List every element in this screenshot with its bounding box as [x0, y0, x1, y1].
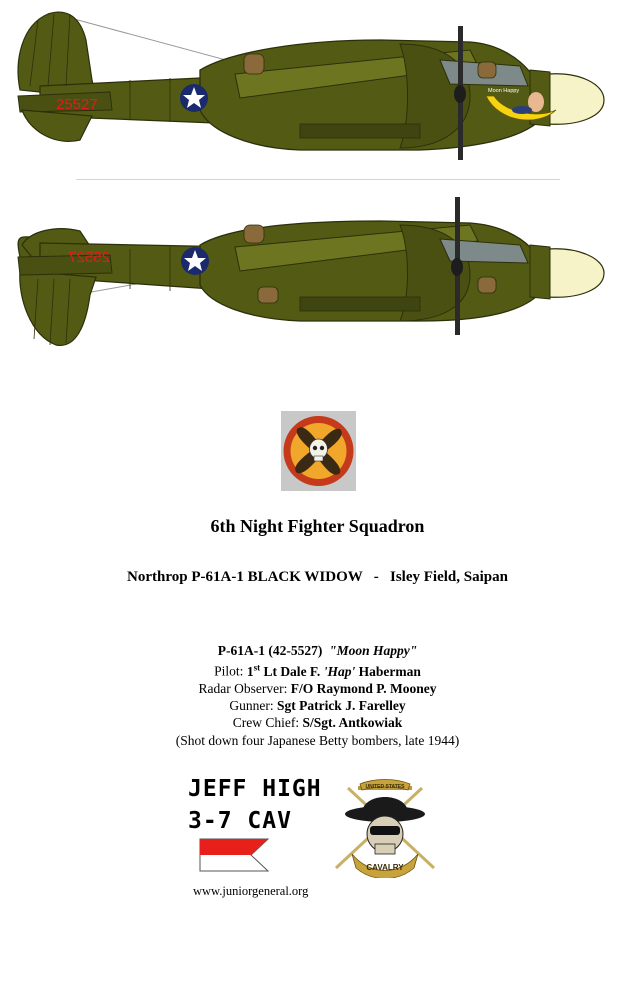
pilot-label: Pilot:: [214, 663, 244, 679]
separator: -: [373, 569, 379, 585]
gunner-name: Sgt Patrick J. Farelley: [276, 698, 406, 714]
pilot-rank-rest: Lt Dale F.: [263, 663, 321, 679]
crew-chief-label: Crew Chief:: [232, 715, 300, 731]
designation-line: P-61A-1 (42-5527) "Moon Happy": [0, 642, 635, 659]
unit-name: 3-7 CAV: [188, 808, 292, 834]
author-name: JEFF HIGH: [188, 776, 322, 802]
aircraft-name: "Moon Happy": [329, 643, 418, 658]
pilot-rank-suffix: st: [253, 662, 261, 673]
serial-number-top: 25527: [56, 96, 98, 113]
aircraft-type-line: Northrop P-61A-1 BLACK WIDOW - Isley Fie…: [0, 569, 635, 586]
pilot-nickname: 'Hap': [323, 663, 356, 679]
squadron-insignia: [281, 411, 356, 491]
aircraft-right-profile: 25527: [17, 197, 605, 346]
designation: P-61A-1 (42-5527): [217, 643, 323, 658]
squadron-name: 6th Night Fighter Squadron: [210, 516, 425, 536]
emblem-bottom-text: CAVALRY: [366, 863, 404, 872]
crew-details: P-61A-1 (42-5527) "Moon Happy" Pilot: 1s…: [0, 642, 635, 749]
pilot-surname: Haberman: [358, 663, 421, 679]
nose-art-name: Moon Happy: [488, 88, 519, 94]
serial-number-bottom: 25527: [68, 249, 110, 266]
radar-name: F/O Raymond P. Mooney: [290, 680, 437, 696]
emblem-top-text: UNITED STATES: [366, 784, 406, 790]
aircraft-left-profile: 25527 Moon Happy: [17, 11, 605, 160]
divider-line: [76, 179, 560, 180]
pilot-line: Pilot: 1st Lt Dale F. 'Hap' Haberman: [0, 659, 635, 680]
radar-line: Radar Observer: F/O Raymond P. Mooney: [0, 680, 635, 697]
radar-label: Radar Observer:: [198, 680, 288, 696]
website-url: www.juniorgeneral.org: [193, 884, 309, 898]
guidon-flag: [199, 838, 269, 872]
crew-chief-name: S/Sgt. Antkowiak: [302, 715, 403, 731]
aircraft-type: Northrop P-61A-1 BLACK WIDOW: [127, 569, 363, 585]
gunner-line: Gunner: Sgt Patrick J. Farelley: [0, 697, 635, 714]
cavalry-skull-emblem: UNITED STATES CAVALRY: [334, 779, 436, 878]
location: Isley Field, Saipan: [389, 569, 508, 585]
pilot-rank-number: 1: [246, 663, 254, 679]
crew-chief-line: Crew Chief: S/Sgt. Antkowiak: [0, 714, 635, 731]
note-line: (Shot down four Japanese Betty bombers, …: [175, 732, 460, 748]
gunner-label: Gunner:: [229, 698, 274, 714]
